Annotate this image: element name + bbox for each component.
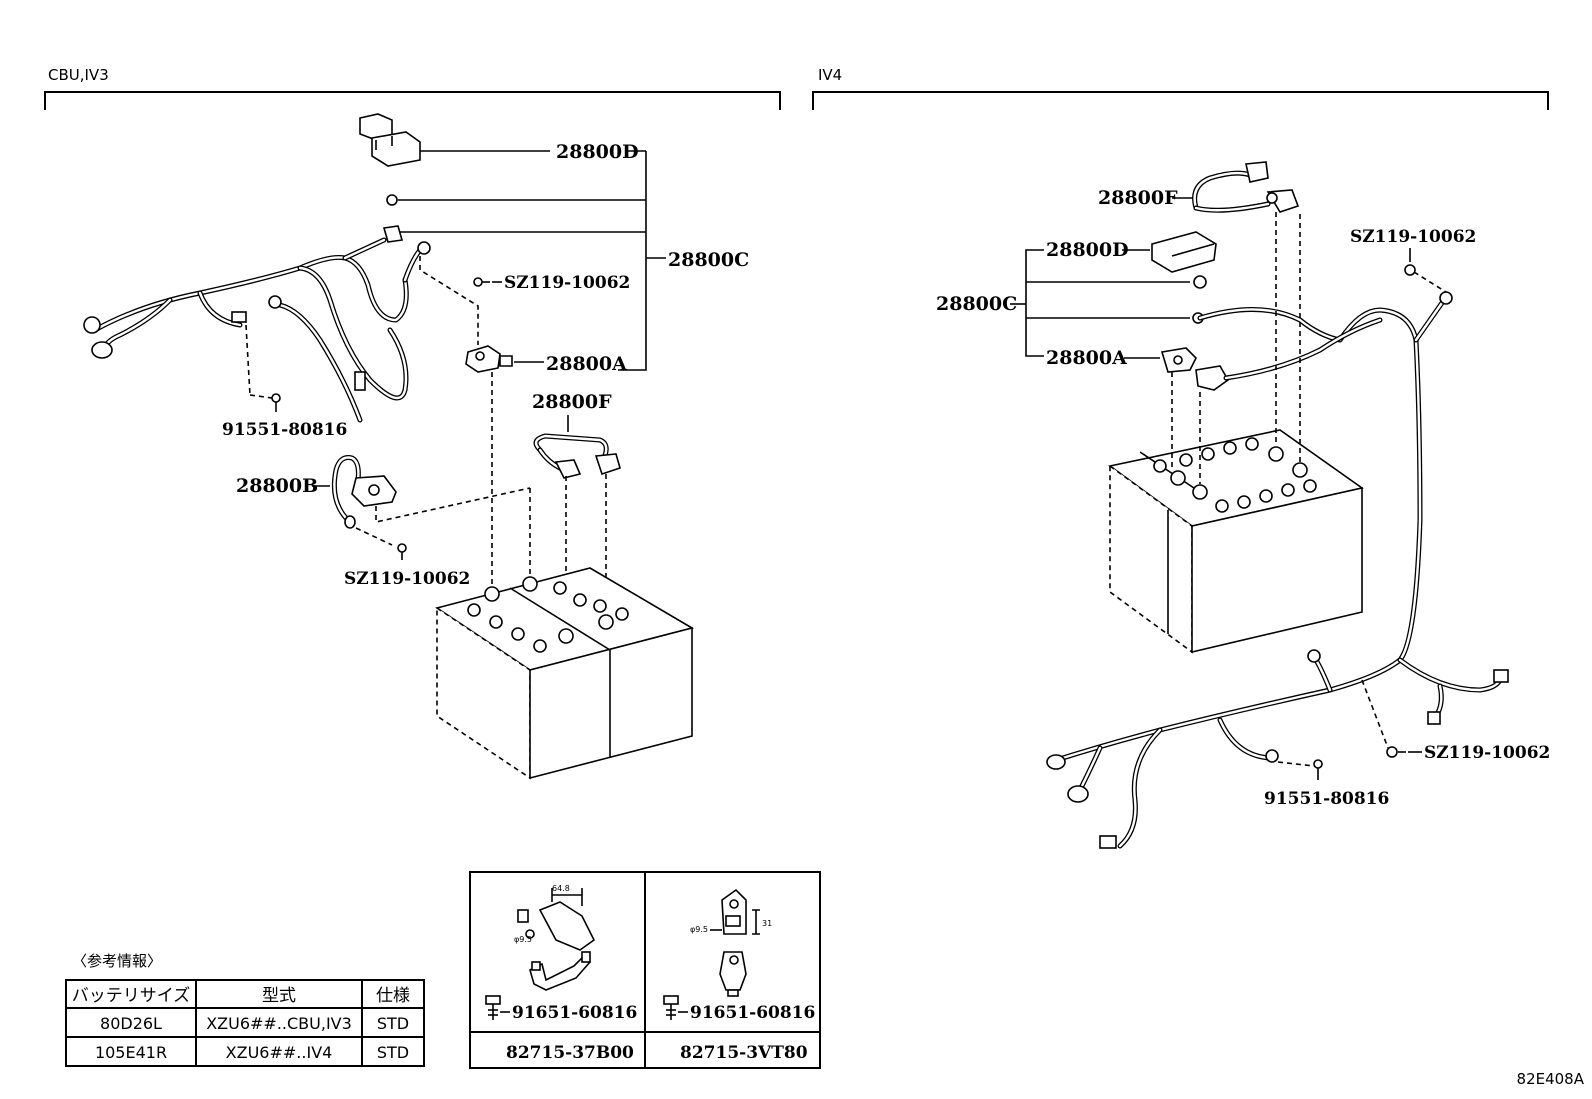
- cable-28800f-right[interactable]: [1192, 161, 1300, 213]
- detail-bracket-37b00[interactable]: [517, 888, 596, 991]
- bolt-icon-1: [485, 995, 501, 1020]
- label-28800d-right: 28800D: [1046, 239, 1129, 261]
- label-91551-right: 91551-80816: [1264, 789, 1389, 809]
- bolt-sz119-bottom-right[interactable]: [1386, 746, 1406, 758]
- label-91551-left: 91551-80816: [222, 420, 347, 440]
- group-label-left: CBU,IV3: [48, 66, 109, 84]
- ref-caption: 〈参考情報〉: [72, 952, 162, 970]
- ref-row1-spec: STD: [377, 1014, 409, 1033]
- clamp-left: [382, 225, 404, 243]
- detail-part-3vt80: 82715-3VT80: [680, 1043, 808, 1063]
- group-label-right: IV4: [818, 66, 842, 84]
- cable-28800f-left[interactable]: [533, 433, 621, 479]
- bolt-icon-2: [663, 995, 679, 1020]
- ref-row1-model: XZU6##..CBU,IV3: [206, 1014, 352, 1033]
- detail-part-37b00: 82715-37B00: [506, 1043, 634, 1063]
- label-sz119-bottom-right: SZ119-10062: [1424, 743, 1550, 763]
- dim-64-8: 64.8: [552, 884, 570, 893]
- terminal-28800b-left[interactable]: [331, 455, 397, 529]
- bolt-sz119-top-left[interactable]: [473, 277, 490, 287]
- label-sz119-top-right: SZ119-10062: [1350, 227, 1476, 247]
- ref-row2-size: 105E41R: [95, 1043, 167, 1062]
- ref-header-spec: 仕様: [376, 986, 410, 1006]
- group-bracket-right: IV4: [812, 66, 1549, 110]
- label-sz119-top-left: SZ119-10062: [504, 273, 630, 293]
- bolt-91551-left[interactable]: [271, 393, 281, 412]
- ref-header-size: バッテリサイズ: [72, 986, 191, 1006]
- detail-terminal-3vt80[interactable]: [719, 888, 760, 997]
- bolt-sz119-bottom-left[interactable]: [397, 543, 407, 560]
- label-28800d-left: 28800D: [556, 141, 639, 163]
- bolt-91551-right[interactable]: [1313, 759, 1323, 780]
- detail-bolt-2: 91651-60816: [690, 1003, 815, 1023]
- ref-row1-size: 80D26L: [100, 1014, 162, 1033]
- dim-dia-2: φ9.5: [690, 925, 708, 934]
- nut-left: [386, 194, 398, 206]
- ref-header-model: 型式: [262, 986, 296, 1006]
- label-28800c-right: 28800C: [936, 293, 1017, 315]
- bolt-sz119-top-right[interactable]: [1404, 264, 1416, 276]
- terminal-cover-left[interactable]: [359, 113, 421, 167]
- label-28800a-left: 28800A: [546, 353, 627, 375]
- terminal-cover-right[interactable]: [1151, 231, 1217, 273]
- dim-31: 31: [762, 919, 772, 928]
- label-28800b-left: 28800B: [236, 475, 318, 497]
- label-sz119-bottom-left: SZ119-10062: [344, 569, 470, 589]
- ref-row2-spec: STD: [377, 1043, 409, 1062]
- terminal-28800a-left[interactable]: [465, 345, 513, 373]
- wire-harness-left[interactable]: [83, 237, 431, 423]
- drawing-code: 82E408A: [1517, 1070, 1585, 1088]
- wire-harness-right[interactable]: [1046, 291, 1509, 849]
- label-28800c-left: 28800C: [668, 249, 749, 271]
- group-bracket-left: CBU,IV3: [44, 66, 781, 110]
- label-28800f-left: 28800F: [532, 391, 612, 413]
- nut-right: [1193, 275, 1207, 289]
- dim-dia-1: φ9.5: [514, 935, 532, 944]
- terminal-28800a-right[interactable]: [1160, 347, 1230, 391]
- detail-boxes: [469, 871, 821, 1069]
- detail-bolt-1: 91651-60816: [512, 1003, 637, 1023]
- label-28800f-right: 28800F: [1098, 187, 1178, 209]
- battery-right[interactable]: [1108, 429, 1364, 654]
- ref-table: [65, 979, 425, 1067]
- battery-left[interactable]: [435, 567, 695, 780]
- ref-row2-model: XZU6##..IV4: [226, 1043, 333, 1062]
- label-28800a-right: 28800A: [1046, 347, 1127, 369]
